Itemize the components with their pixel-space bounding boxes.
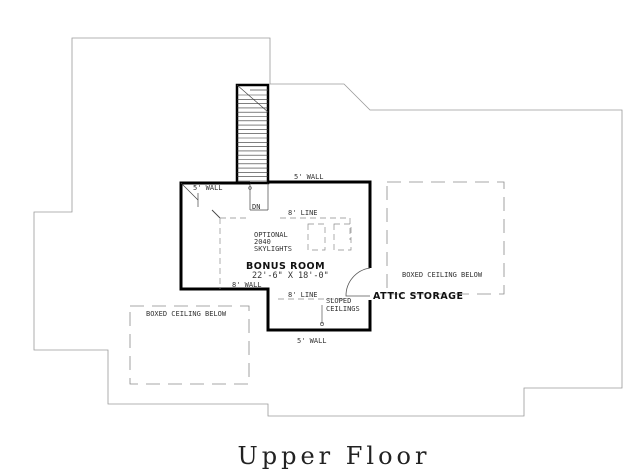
line-label-top: 8' LINE — [288, 209, 318, 217]
stair — [235, 83, 270, 211]
skylights-label: 2040 — [254, 238, 271, 246]
wall-label-top: 5' WALL — [294, 173, 324, 181]
sloped-ceilings-label: CEILINGS — [326, 305, 360, 313]
wall-label-left: 5' WALL — [193, 184, 223, 192]
stair-down-label: DN — [252, 203, 260, 211]
attic-storage-label: ATTIC STORAGE — [373, 291, 463, 302]
floor-title: Upper Floor — [238, 442, 431, 470]
building-outline — [33, 37, 623, 417]
sloped-ceilings-label: SLOPED — [326, 297, 351, 305]
boxed-ceiling-left-label: BOXED CEILING BELOW — [146, 310, 227, 318]
boxed-ceiling-right — [386, 181, 505, 295]
angled-wall-line — [180, 182, 199, 201]
wall-label-left-8: 8' WALL — [232, 281, 262, 289]
boxed-ceiling-right-label: BOXED CEILING BELOW — [402, 271, 483, 279]
line-label-bottom: 8' LINE — [288, 291, 318, 299]
room-name: BONUS ROOM — [246, 261, 325, 272]
wall-label-bottom: 5' WALL — [297, 337, 327, 345]
room-size: 22'-6" X 18'-0" — [252, 271, 329, 281]
skylight — [333, 223, 352, 251]
door-swing — [345, 267, 371, 297]
skylight — [307, 223, 326, 251]
boxed-ceiling-left — [129, 305, 250, 385]
skylights-label: SKYLIGHTS — [254, 245, 292, 253]
skylights-label: OPTIONAL — [254, 231, 288, 239]
eight-foot-line-top — [220, 217, 351, 240]
